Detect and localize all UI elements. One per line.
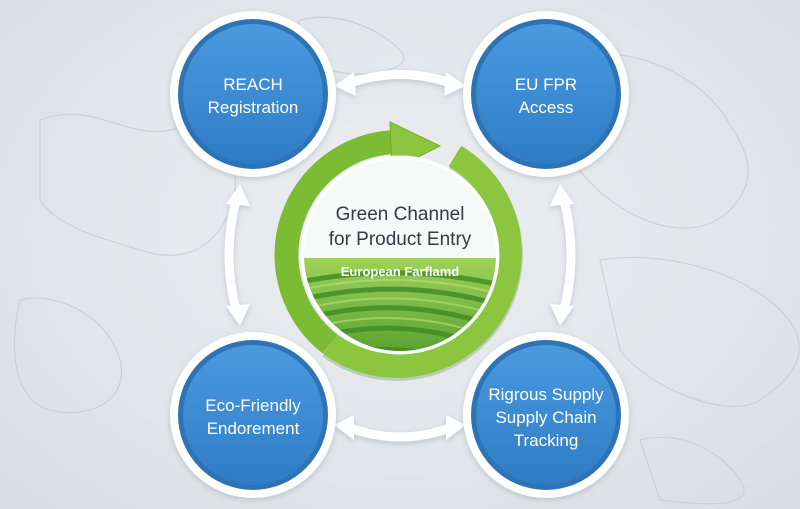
node-reach-registration: REACH Registration [170, 11, 336, 177]
connector-left [224, 184, 250, 326]
node-reach-line1: REACH [223, 75, 283, 94]
connector-bottom [334, 415, 466, 442]
connector-right [550, 184, 576, 326]
connectors [224, 70, 576, 442]
node-eco-line2: Endorement [207, 419, 300, 438]
node-eu-fpr-access: EU FPR Access [463, 11, 629, 177]
node-eufpr-line2: Access [519, 98, 574, 117]
node-supply-line1: Rigrous Supply [488, 385, 604, 404]
connector-top [334, 70, 466, 96]
node-eufpr-line1: EU FPR [515, 75, 577, 94]
center-title-line1: Green Channel [336, 204, 465, 225]
node-supply-line2: Supply Chain [495, 408, 596, 427]
node-eco-line1: Eco-Friendly [205, 396, 301, 415]
node-eco-friendly: Eco-Friendly Endorement [170, 332, 336, 498]
center-cycle: Green Channel for Product Entry European… [274, 121, 523, 381]
center-title-line2: for Product Entry [329, 229, 472, 250]
node-supply-line3: Tracking [514, 431, 579, 450]
node-reach-line2: Registration [208, 98, 299, 117]
center-subtitle: European Farflamd [341, 264, 460, 279]
node-supply-chain: Rigrous Supply Supply Chain Tracking [463, 332, 629, 498]
